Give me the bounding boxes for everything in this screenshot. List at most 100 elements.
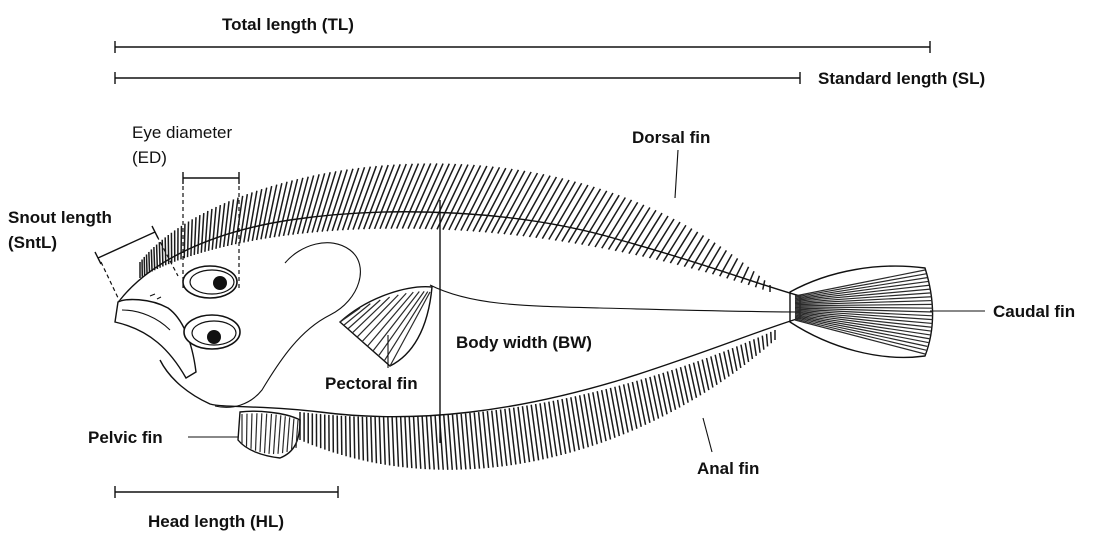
anal-fin-ray [571,397,579,450]
pelvic-fin-ray [256,413,257,450]
anal-fin-ray [615,387,624,435]
dorsal-fin-ray [240,194,248,243]
standard-length-label: Standard length (SL) [818,69,985,88]
dorsal-fin-ray [154,247,155,270]
dorsal-fin-ray [473,168,506,231]
dorsal-fin-ray [212,207,216,250]
anal-fin-ray [771,332,772,343]
dorsal-fin-ray [191,219,192,256]
anal-fin-ray [676,369,684,406]
dorsal-fin-ray [386,164,413,229]
dorsal-fin-ray [504,173,537,234]
pectoral-fin-rays [340,291,430,366]
dorsal-fin-ray [602,200,632,248]
anal-fin-ray [672,370,680,407]
pelvic-fin-ray [278,415,281,454]
anal-fin-ray [375,417,376,463]
dorsal-fin-ray [402,163,430,228]
anal-fin-ray [409,417,412,468]
dorsal-fin-ray [327,170,347,232]
pelvic-fin-ray [296,420,298,448]
dorsal-fin-ray [549,183,582,239]
anal-fin-ray [457,414,462,469]
anal-fin-ray [619,386,628,433]
dorsal-fin-ray [397,163,425,228]
mouth [115,300,196,378]
dorsal-fin-ray [467,167,500,231]
pectoral-fin-ray [344,304,371,326]
dorsal-fin-ray [419,164,449,229]
snout-length-label-line1: Snout length [8,208,112,227]
anal-fin-ray [767,334,768,347]
dorsal-fin-ray [307,173,324,233]
caudal-fin-rays [795,270,933,354]
pelvic-fin-ray [269,414,272,454]
pelvic-fin-label: Pelvic fin [88,428,163,447]
anal-fin-ray [350,416,351,457]
anal-fin-ray [388,417,390,465]
anal-fin-ray [602,390,611,439]
dorsal-fin-ray [609,202,638,249]
anal-fin-ray [362,417,363,461]
dorsal-fin-ray [317,171,336,232]
standard-length-measure [115,72,800,84]
dorsal-fin-ray [529,178,562,237]
dorsal-fin-ray [748,271,754,285]
anal-fin-ray [558,400,566,454]
nostril [150,294,161,299]
lateral-line [430,285,800,312]
anal-fin-ray [646,378,655,421]
dorsal-fin-ray [149,252,150,273]
anal-fin-ray [401,417,403,467]
anal-fin-ray [659,374,667,414]
pelvic-fin-ray [251,413,252,448]
anal-fin-label: Anal fin [697,459,759,478]
anal-fin-ray [553,401,561,455]
dorsal-fin-ray [615,205,644,251]
dorsal-fin-ray [157,245,158,269]
dorsal-fin-ray [322,170,341,231]
anal-fin-ray [667,371,675,409]
anal-fin-ray [628,383,637,429]
dorsal-fin-ray [188,221,189,257]
anal-fin-ray [418,417,421,469]
dorsal-fin-ray [244,192,252,242]
caudal-fin-ray [795,317,928,343]
anal-fin-ray [396,417,398,467]
anal-fin-ray [663,373,671,412]
anal-fin-ray [641,379,650,422]
caudal-fin [790,266,933,357]
dorsal-fin-ray [455,166,487,230]
anal-fin-ray [544,402,552,457]
dorsal-fin-label: Dorsal fin [632,128,710,147]
eye-diameter-label-line1: Eye diameter [132,123,232,142]
dorsal-fin-ray [252,189,261,241]
dorsal-fin-ray [408,163,437,228]
anal-fin-ray [422,416,425,469]
anal-fin-ray [624,384,633,430]
anal-fin-ray [566,398,574,451]
anal-fin-ray [371,417,372,462]
dorsal-fin-ray [741,267,748,283]
anal-fin-leader [703,418,712,452]
anal-fin-ray [452,415,456,470]
anal-fin-ray [588,393,597,444]
total-length-label: Total length (TL) [222,15,354,34]
anal-fin-ray [431,416,434,470]
anal-fin-ray [562,399,570,453]
anal-fin-ray [461,414,466,470]
anal-fin-ray [384,417,386,465]
pelvic-fin-ray [292,419,294,451]
anal-fin-ray [414,417,417,469]
anal-fin-ray [466,413,471,469]
dorsal-fin-ray [492,171,525,233]
anal-fin-ray [575,396,583,448]
dorsal-fin-ray [431,164,462,229]
dorsal-fin-ray [159,242,160,268]
anal-fin-ray [448,415,452,470]
caudal-fin-ray [795,307,933,308]
anal-fin-ray [474,413,479,469]
anal-fin-ray [470,413,475,469]
dorsal-fin-ray [332,169,353,231]
